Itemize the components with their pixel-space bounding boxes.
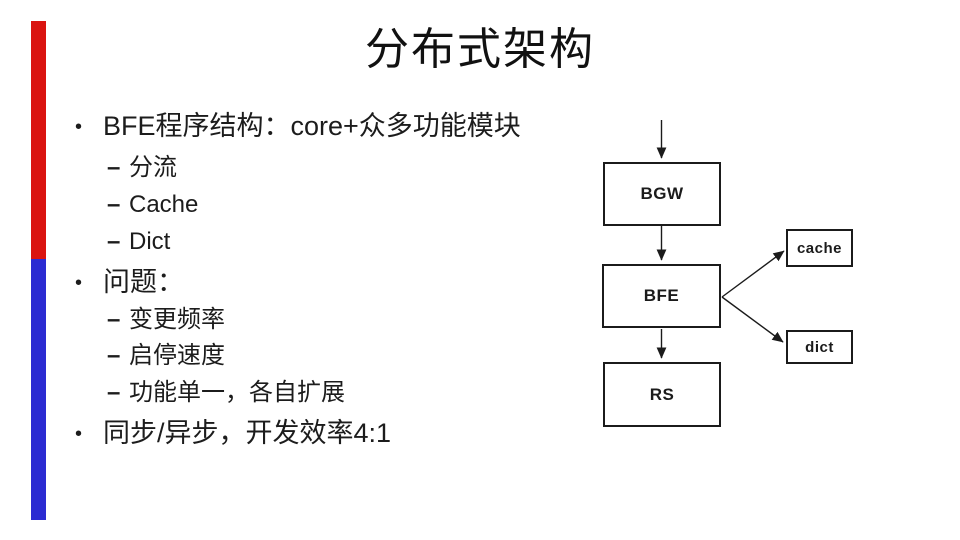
- bullet-item: –Cache: [107, 193, 198, 217]
- accent-bar: [31, 21, 46, 520]
- bullet-item: –功能单一，各自扩展: [107, 381, 345, 405]
- bullet-text: 启停速度: [129, 342, 225, 369]
- bullet-marker: •: [75, 116, 83, 138]
- bullet-text: BFE程序结构：core+众多功能模块: [103, 111, 521, 141]
- dash-marker: –: [107, 379, 121, 406]
- bullet-text: 变更频率: [129, 306, 225, 333]
- node-rs: RS: [603, 362, 721, 427]
- arrow-bfe-to-cache: [721, 250, 785, 298]
- accent-bar-red-segment: [31, 21, 46, 259]
- node-cache: cache: [786, 229, 853, 267]
- bullet-item: –分流: [107, 156, 177, 180]
- node-bfe-label: BFE: [643, 286, 680, 305]
- node-rs-label: RS: [649, 384, 675, 404]
- bullet-list: •BFE程序结构：core+众多功能模块 –分流 –Cache –Dict •问…: [75, 113, 521, 447]
- accent-bar-blue-segment: [31, 259, 46, 520]
- bullet-item: –变更频率: [107, 308, 225, 332]
- bullet-text: Cache: [129, 191, 199, 218]
- bullet-item: • 问题：: [75, 269, 184, 296]
- bullet-text: 分流: [129, 154, 177, 181]
- bullet-item: –Dict: [107, 230, 170, 254]
- bullet-text: 同步/异步，开发效率4:1: [103, 418, 392, 448]
- dash-marker: –: [107, 154, 121, 181]
- dash-marker: –: [107, 342, 121, 369]
- slide-title: 分布式架构: [365, 25, 595, 74]
- bullet-item: • 同步/异步，开发效率4:1: [75, 420, 391, 447]
- diagram-arrows: [656, 120, 785, 359]
- bullet-text: 功能单一，各自扩展: [129, 379, 345, 406]
- node-dict-label: dict: [805, 338, 834, 356]
- bullet-item: –启停速度: [107, 344, 225, 368]
- dash-marker: –: [107, 306, 121, 333]
- node-bgw: BGW: [603, 162, 721, 226]
- bullet-marker: •: [75, 423, 83, 445]
- dash-marker: –: [107, 191, 121, 218]
- node-bfe: BFE: [602, 264, 721, 328]
- arrow-bfe-to-dict: [721, 296, 784, 343]
- bullet-text: Dict: [129, 228, 171, 255]
- node-bgw-label: BGW: [640, 184, 684, 203]
- node-cache-label: cache: [796, 239, 843, 257]
- bullet-marker: •: [75, 272, 83, 294]
- dash-marker: –: [107, 228, 121, 255]
- bullet-text: 问题：: [103, 267, 184, 297]
- bullet-item: • BFE程序结构：core+众多功能模块: [75, 113, 521, 140]
- node-dict: dict: [786, 330, 853, 364]
